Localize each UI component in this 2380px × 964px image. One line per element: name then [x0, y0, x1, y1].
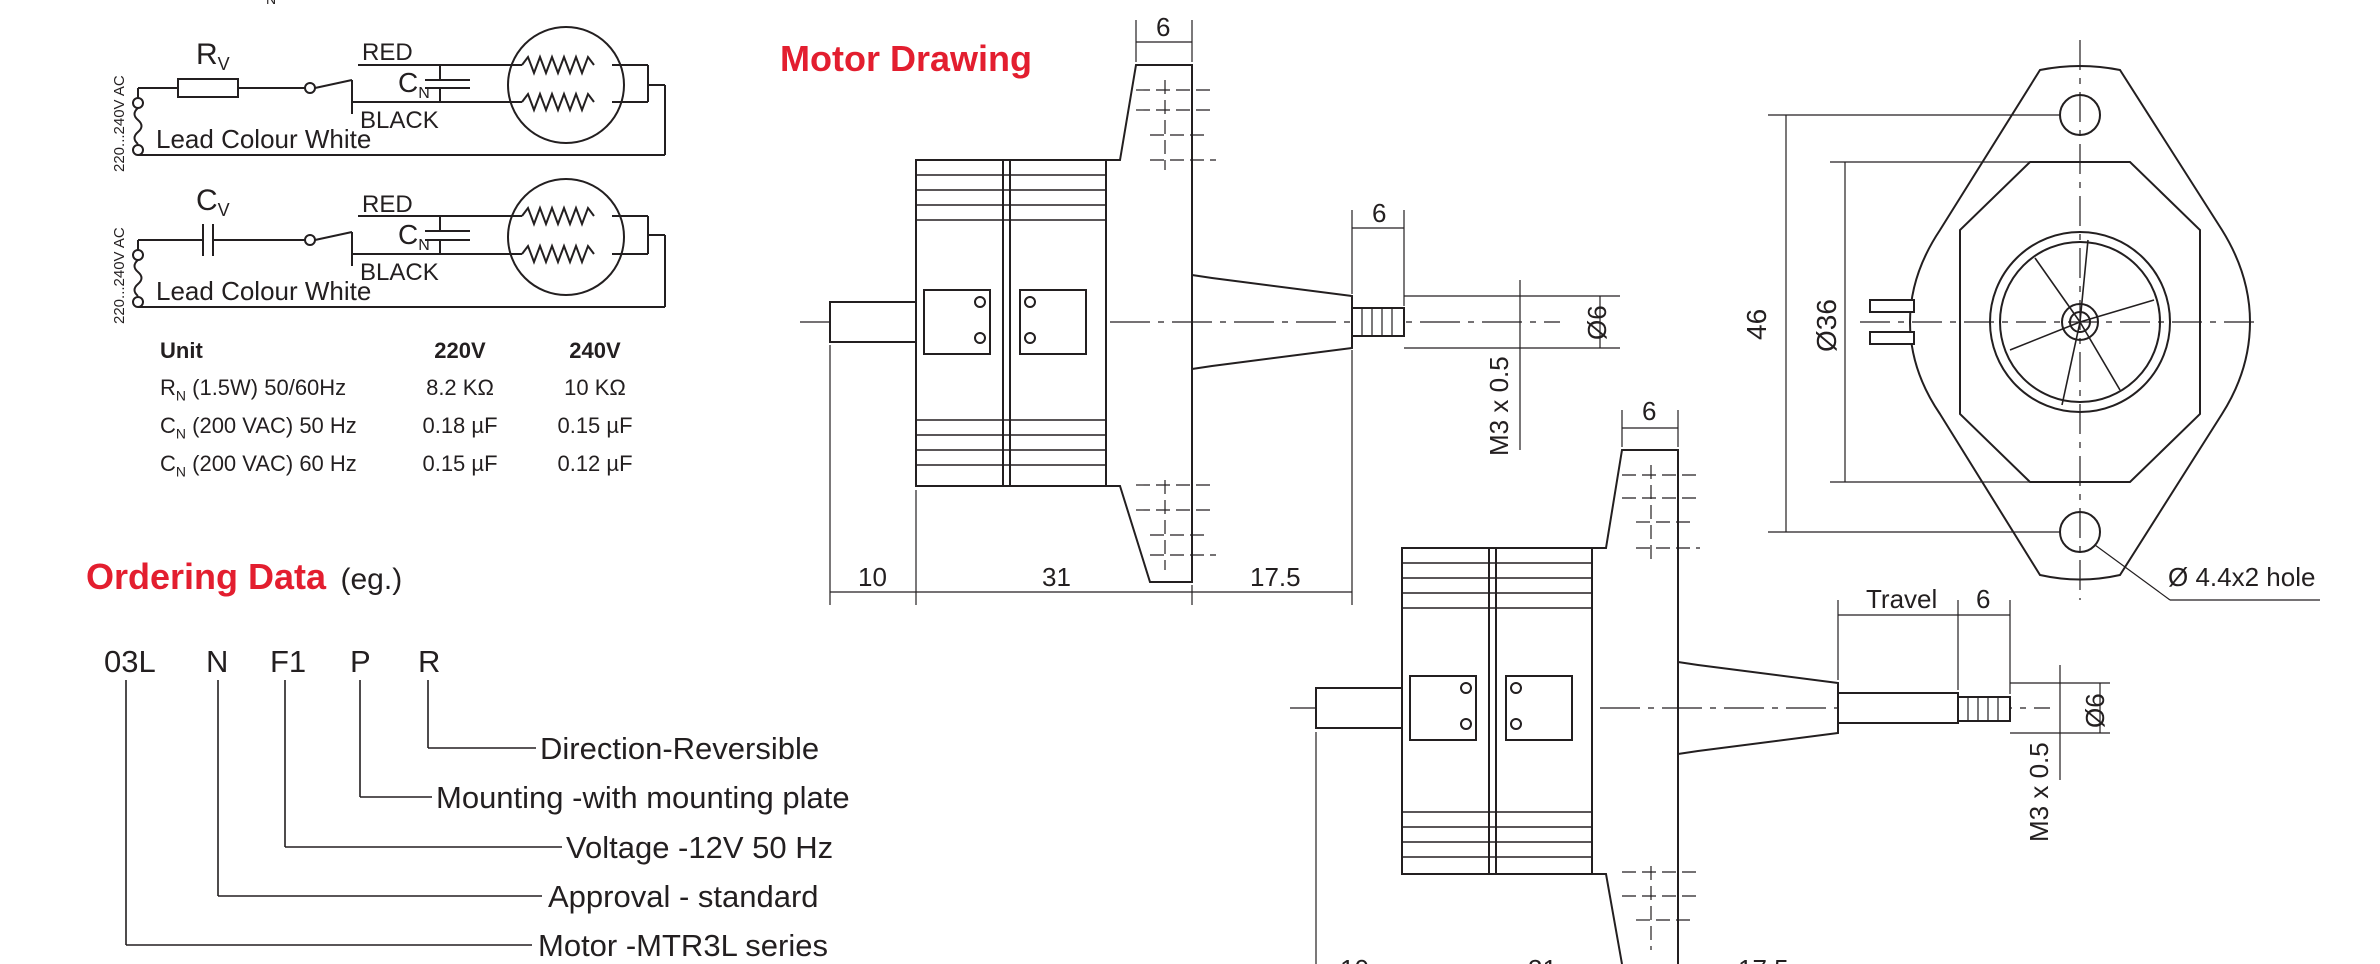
motor-front-view — [1768, 40, 2320, 601]
order-code-mounting: P — [350, 644, 371, 679]
dim-shaft-tip: 6 — [1372, 198, 1386, 228]
spec-label: R — [160, 375, 176, 400]
spec-value-240: 10 KΩ — [564, 375, 626, 400]
dim-thread-bottom: M3 x 0.5 — [2024, 742, 2054, 842]
spec-value-240: 0.15 µF — [557, 413, 633, 438]
dim-body: 31 — [1042, 562, 1071, 592]
motor-symbol-1 — [507, 26, 625, 144]
rv-label: RV — [196, 38, 230, 74]
order-code-series: 03L — [104, 644, 156, 679]
cv-label: CV — [196, 184, 230, 220]
dim-dia-bottom: Ø6 — [2080, 693, 2110, 728]
spec-value-220: 0.18 µF — [422, 413, 498, 438]
red-label-1: RED — [362, 39, 413, 66]
spec-label-rest: (200 VAC) 60 Hz — [186, 451, 357, 476]
motor-side-view-bottom — [1290, 410, 2110, 964]
lead-label-2: Lead Colour White — [156, 276, 371, 306]
cn-label-1: CN — [398, 67, 430, 102]
header-unit: Unit — [160, 338, 203, 363]
order-code-voltage: F1 — [270, 644, 307, 679]
lead-label-1: Lead Colour White — [156, 124, 371, 154]
spec-label-sub: N — [175, 463, 187, 480]
red-label-2: RED — [362, 191, 413, 218]
circuit-diagram-rv — [132, 26, 666, 156]
ordering-eg: (eg.) — [340, 563, 403, 596]
dim-dia: Ø6 — [1582, 305, 1612, 340]
dim-shaft: 17.5 — [1250, 562, 1301, 592]
dim-tip-bottom: 6 — [1976, 584, 1990, 614]
order-desc-direction: Direction-Reversible — [540, 731, 820, 766]
resistor-rv-symbol — [177, 78, 239, 98]
ordering-title: Ordering Data (eg.) — [86, 556, 402, 598]
motor-drawing-title: Motor Drawing — [780, 38, 1032, 79]
dim-dia36: Ø36 — [1811, 299, 1842, 352]
order-code-direction: R — [418, 644, 441, 679]
black-label-1: BLACK — [360, 107, 439, 134]
order-desc-series: Motor -MTR3L series — [538, 928, 828, 963]
spec-label: C — [160, 451, 176, 476]
circuit-diagram-cv — [132, 178, 666, 308]
motor-side-view-top — [800, 20, 1620, 605]
cn-label-2: CN — [398, 219, 430, 254]
spec-label-rest: (1.5W) 50/60Hz — [186, 375, 347, 400]
dim-thread: M3 x 0.5 — [1484, 356, 1514, 456]
spec-value-220: 8.2 KΩ — [426, 375, 494, 400]
dim-hole: Ø 4.4x2 hole — [2168, 562, 2315, 592]
dim-height: 46 — [1741, 309, 1772, 340]
spec-label: C — [160, 413, 176, 438]
black-label-2: BLACK — [360, 259, 439, 286]
dim-flange: 6 — [1156, 12, 1170, 42]
ordering-title-text: Ordering Data — [86, 556, 327, 597]
order-desc-voltage: Voltage -12V 50 Hz — [566, 830, 834, 865]
dim-shaft-bottom: 17.5 — [1738, 954, 1789, 964]
motor-symbol-2 — [507, 178, 625, 296]
spec-value-220: 0.15 µF — [422, 451, 498, 476]
dim-body-left: 10 — [858, 562, 887, 592]
spec-label-rest: (200 VAC) 50 Hz — [186, 413, 357, 438]
order-desc-mounting: Mounting -with mounting plate — [436, 780, 850, 815]
spec-value-240: 0.12 µF — [557, 451, 633, 476]
header-220v: 220V — [434, 338, 486, 363]
dim-body-left-bottom: 10 — [1340, 954, 1369, 964]
top-fragment: N — [266, 0, 276, 7]
ordering-leader-lines — [125, 680, 562, 946]
spec-label-sub: N — [175, 387, 187, 404]
spec-label-sub: N — [175, 425, 187, 442]
voltage-label-2: 220...240V AC — [111, 227, 128, 324]
dim-flange-bottom: 6 — [1642, 396, 1656, 426]
header-240v: 240V — [569, 338, 621, 363]
voltage-label-1: 220...240V AC — [111, 75, 128, 172]
dim-travel: Travel — [1866, 584, 1937, 614]
order-code-approval: N — [206, 644, 229, 679]
dim-body-bottom: 31 — [1528, 954, 1557, 964]
order-desc-approval: Approval - standard — [548, 879, 819, 914]
